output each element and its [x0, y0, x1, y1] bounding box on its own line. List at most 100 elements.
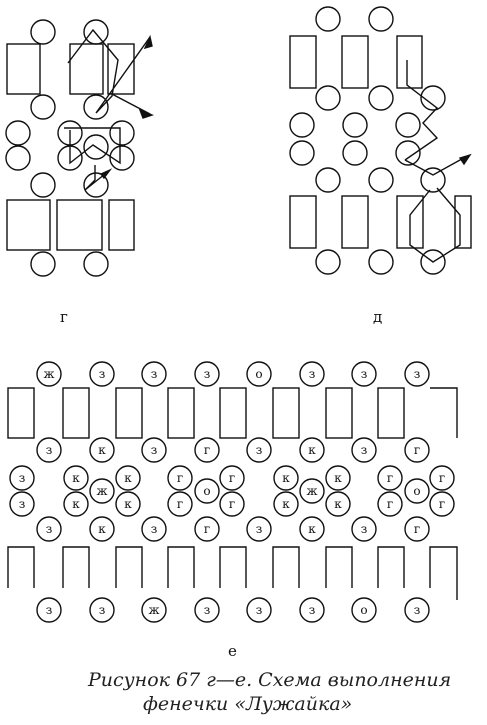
knot-circle: з: [89, 597, 115, 623]
knot-letter: з: [99, 603, 106, 617]
knot-letter: з: [99, 367, 106, 381]
knot-letter: ж: [43, 367, 54, 381]
knot-letter: к: [282, 497, 290, 511]
knot-letter: г: [204, 443, 210, 457]
knot-circle: ж: [89, 478, 115, 504]
knot-circle: г: [404, 516, 430, 542]
knot-circle: з: [404, 597, 430, 623]
knot-letter: г: [387, 471, 393, 485]
knot-letter: з: [151, 367, 158, 381]
knot-circle: г: [429, 491, 455, 517]
knot-letter: к: [282, 471, 290, 485]
knot-circle: ж: [299, 478, 325, 504]
knot-circle: з: [141, 361, 167, 387]
knot-circle: з: [246, 597, 272, 623]
knot-circle: з: [351, 516, 377, 542]
knot-circle: о: [194, 478, 220, 504]
knot-circle: к: [115, 465, 141, 491]
knot-letter: г: [204, 522, 210, 536]
knot-circle: з: [141, 516, 167, 542]
knot-letter: г: [229, 471, 235, 485]
knot-circle: г: [377, 465, 403, 491]
knot-letter: к: [98, 443, 106, 457]
diagram-g: [5, 19, 154, 277]
knot-letter: г: [439, 497, 445, 511]
knot-circle: к: [273, 491, 299, 517]
knot-circle: к: [89, 516, 115, 542]
knot-circle: г: [429, 465, 455, 491]
knot-letter: о: [203, 484, 210, 498]
label-e: е: [228, 642, 237, 660]
knot-circle: з: [89, 361, 115, 387]
knot-circle: з: [9, 465, 35, 491]
knot-circle: к: [63, 491, 89, 517]
knot-letter: г: [177, 497, 183, 511]
knot-circle: з: [9, 491, 35, 517]
knot-letter: з: [204, 367, 211, 381]
knot-circle: к: [89, 437, 115, 463]
knot-circle: о: [246, 361, 272, 387]
knot-letter: з: [204, 603, 211, 617]
knot-letter: к: [308, 443, 316, 457]
knot-letter: г: [177, 471, 183, 485]
knot-circle: к: [325, 491, 351, 517]
knot-letter: з: [151, 443, 158, 457]
knot-circle: з: [194, 597, 220, 623]
knot-circle: з: [351, 437, 377, 463]
knot-circle: з: [141, 437, 167, 463]
knot-letter: к: [98, 522, 106, 536]
knot-circle: к: [299, 437, 325, 463]
knot-circle: з: [36, 437, 62, 463]
knot-circle: з: [351, 361, 377, 387]
knot-letter: г: [439, 471, 445, 485]
knot-circle: г: [377, 491, 403, 517]
knot-circle: з: [246, 437, 272, 463]
knot-circle: г: [167, 465, 193, 491]
knot-circle: к: [115, 491, 141, 517]
knot-letter: к: [308, 522, 316, 536]
knot-circle: о: [404, 478, 430, 504]
knot-circle: г: [194, 437, 220, 463]
diagram-d: [289, 6, 472, 275]
knot-circle: к: [273, 465, 299, 491]
knot-circle: к: [299, 516, 325, 542]
knot-circle: к: [325, 465, 351, 491]
knot-circle: з: [299, 361, 325, 387]
knot-letter: з: [414, 367, 421, 381]
knot-letter: г: [229, 497, 235, 511]
knot-circle: з: [36, 597, 62, 623]
knot-circle: г: [219, 465, 245, 491]
knot-circle: г: [219, 491, 245, 517]
diagram-e-frame: [7, 387, 458, 600]
caption-line-1: Рисунок 67 г—е. Схема выполнения: [88, 669, 452, 691]
knot-circle: о: [351, 597, 377, 623]
knot-letter: з: [256, 443, 263, 457]
knot-letter: к: [334, 471, 342, 485]
knot-circle: ж: [36, 361, 62, 387]
knot-circle: ж: [141, 597, 167, 623]
knot-letter: ж: [96, 484, 107, 498]
knot-letter: з: [256, 603, 263, 617]
knot-letter: г: [414, 443, 420, 457]
knot-letter: з: [361, 443, 368, 457]
knot-letter: к: [124, 471, 132, 485]
knot-circle: г: [167, 491, 193, 517]
knot-letter: к: [72, 471, 80, 485]
knot-letter: г: [414, 522, 420, 536]
knot-letter: з: [46, 443, 53, 457]
knot-letter: г: [387, 497, 393, 511]
knot-letter: з: [19, 497, 26, 511]
knot-letter: о: [255, 367, 262, 381]
knot-letter: з: [414, 603, 421, 617]
knot-letter: з: [151, 522, 158, 536]
knot-circle: з: [194, 361, 220, 387]
knot-letter: к: [124, 497, 132, 511]
caption-line-2: фенечки «Лужайка»: [143, 693, 353, 715]
knot-circle: з: [404, 361, 430, 387]
knot-circle: з: [36, 516, 62, 542]
knot-letter: з: [361, 522, 368, 536]
knot-circle: з: [299, 597, 325, 623]
knot-circle: г: [404, 437, 430, 463]
